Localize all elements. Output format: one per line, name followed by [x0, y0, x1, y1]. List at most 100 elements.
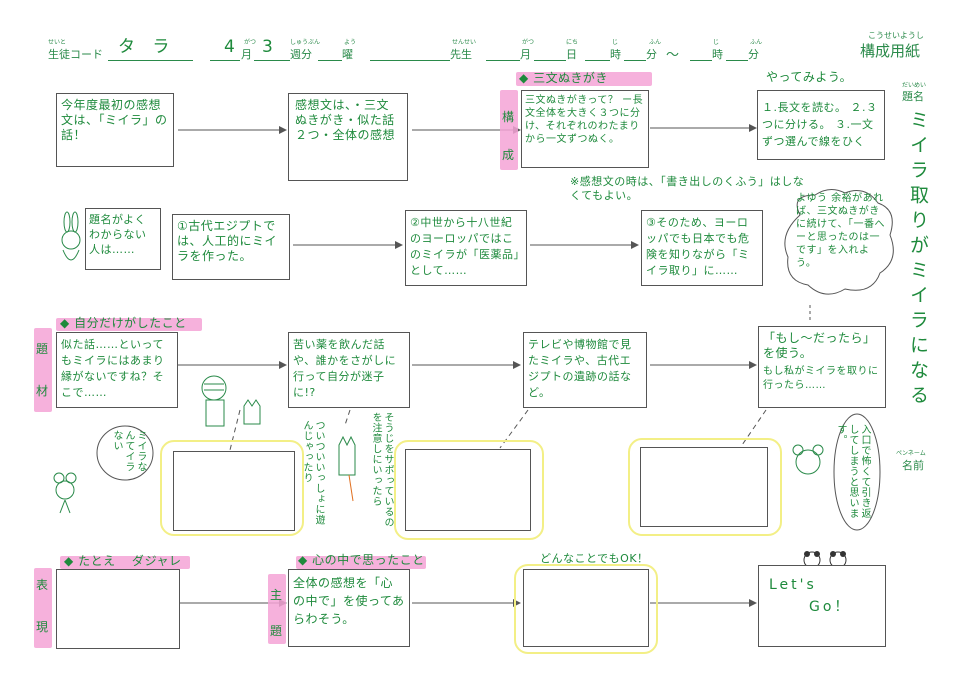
r4-box4-b: Go！ [809, 599, 852, 615]
min2-ruby: ふん [750, 39, 763, 46]
r1-box4[interactable]: １.長文を読む。 ２.３つに分ける。 ３.一文ずつ選んで線をひく [757, 90, 885, 160]
title-ruby: だいめい [902, 82, 927, 89]
r2-speech: 題名がよくわからない人は…… [85, 208, 161, 270]
r3-cloud3 [628, 438, 782, 536]
r4-side-label-1: 表 [36, 578, 49, 592]
r1-box2[interactable]: 感想文は、・三文ぬきがき・似た話２つ・全体の感想 [288, 93, 408, 181]
r4-box4[interactable]: Let's Go！ [758, 565, 886, 647]
r4-empty-box3[interactable] [523, 569, 649, 647]
youbi-ruby: よう [344, 39, 357, 46]
week-ruby: しゅうぶん [290, 39, 321, 46]
h2-ruby: じ [713, 39, 720, 46]
r3-speech-c: そうじをサボっているのを注意しにいったら [370, 412, 393, 528]
r4-box4-a: Let's [769, 577, 817, 593]
r1-side-highlight [500, 90, 518, 170]
r3-box1[interactable]: 似た話……といってもミイラにはあまり縁がないですね？そこで…… [56, 332, 178, 408]
r2-box2[interactable]: ②中世から十八世紀のヨーロッパではこのミイラが「医薬品」として…… [405, 210, 527, 286]
r1-box4-title: やってみよう。 [766, 70, 853, 84]
cat-icon [243, 399, 261, 425]
r3-box3[interactable]: テレビや博物館で見たミイラや、古代エジプトの遺跡の話など。 [523, 332, 647, 408]
r3-speech-a: ミイラなんてイラない [111, 430, 146, 472]
d-label: 日 [566, 48, 577, 61]
mouse-icon [53, 472, 77, 514]
title-value[interactable]: ミイラ取りがミイラになる [907, 110, 929, 410]
r3-side-label-1: 題 [36, 342, 49, 356]
r4-side-label-4: 題 [270, 624, 283, 638]
r1-tag-highlight [516, 72, 652, 86]
r4-tag1-b: ダジャレ [131, 554, 182, 568]
diamond-icon: ◆ [519, 71, 529, 85]
r4-tag2: ◆ 心の中で思ったこと [298, 553, 425, 568]
d-ruby: にち [566, 39, 579, 46]
r3-tag-highlight [56, 318, 202, 331]
min-label: 分 [646, 48, 657, 61]
r3-cloud1 [160, 440, 304, 536]
r3-cloud2 [394, 440, 544, 540]
r3-side-highlight [34, 328, 52, 412]
pen-ruby: ペンネーム [896, 450, 926, 457]
r1-tag: ◆ 三文ぬきがき [519, 71, 608, 86]
r1-box1[interactable]: 今年度最初の感想文は、「ミイラ」の話！ [56, 93, 174, 167]
m-ruby: がつ [522, 39, 535, 46]
rabbit-icon [61, 211, 81, 261]
r3-empty-box2[interactable] [405, 449, 531, 531]
speech-bubble-d [833, 413, 881, 531]
r3-tag: ◆ 自分だけがしたこと [60, 316, 187, 331]
r4-tag2-text: 心の中で思ったこと [312, 553, 425, 567]
h-label: 時 [610, 48, 621, 61]
title-label: 題名 [902, 90, 924, 103]
r3-empty-box3[interactable] [640, 447, 768, 527]
r4-side-label-2: 現 [36, 620, 49, 634]
student-code-ruby: せいと [48, 39, 67, 46]
r1-box3[interactable]: 三文ぬきがきって？ ー長文全体を大きく３つに分け、それぞれのわたまりから一文ずつ… [521, 90, 649, 168]
r2-box1[interactable]: ①古代エジプトでは、人工的にミイラを作った。 [172, 214, 290, 280]
connector-4 [739, 409, 767, 449]
r1-note: ※感想文の時は、「書き出しのくふう」はしなくてもよい。 [570, 175, 805, 202]
tilde: ～ [666, 48, 680, 63]
r3-box4-a: 「もし～だったら」を使う。 [763, 331, 876, 360]
r3-box4[interactable]: 「もし～だったら」を使う。 もし私がミイラを取りに行ったら…… [758, 326, 886, 408]
r4-tag1-text: たとえ [78, 554, 116, 568]
r4-side-label-3: 主 [270, 588, 283, 602]
r4-cloud3 [514, 564, 658, 654]
r4-tag1-highlight [60, 556, 190, 569]
r1-tag-text: 三文ぬきがき [533, 71, 608, 85]
youbi-label: 曜 [342, 48, 353, 61]
sheet-ruby: こうせいようし [868, 31, 924, 40]
month-value[interactable]: 4 [224, 37, 236, 57]
cat-sweeping-icon [338, 435, 356, 502]
teacher-ruby: せんせい [452, 39, 477, 46]
r4-side-highlight [34, 568, 52, 648]
student-code-value[interactable]: タ ラ [118, 37, 176, 57]
h-ruby: じ [612, 39, 619, 46]
diamond-icon: ◆ [64, 554, 74, 568]
mummy-icon [201, 375, 227, 427]
r4-empty-box1[interactable] [56, 569, 180, 649]
sheet-title: 構成用紙 [860, 42, 921, 60]
r3-speech-d: 入口で怖くて引き返してしまうと思います。 [835, 424, 870, 519]
min2-label: 分 [748, 48, 759, 61]
month-label: 月 [241, 48, 252, 61]
student-code-label: 生徒コード [48, 48, 103, 61]
week-label: 週分 [290, 48, 312, 61]
r4-box2[interactable]: 全体の感想を「心の中で」を使ってあらわそう。 [288, 569, 410, 647]
r3-box2[interactable]: 苦い薬を飲んだ話や、誰かをさがしに行って自分が迷子に!? [288, 332, 410, 408]
r4-tag1: ◆ たとえ ダジャレ [64, 554, 182, 569]
r4-top3: どんなことでもOK！ [540, 552, 649, 565]
r3-tag-text: 自分だけがしたこと [74, 316, 187, 330]
m-label: 月 [520, 48, 531, 61]
week-value[interactable]: 3 [262, 37, 274, 57]
r4-tag2-highlight [296, 556, 426, 569]
diamond-icon: ◆ [298, 553, 308, 567]
month-ruby: がつ [244, 39, 257, 46]
connector-1 [229, 409, 241, 451]
r3-empty-box1[interactable] [173, 451, 295, 531]
teacher-label: 先生 [450, 48, 472, 61]
diamond-icon: ◆ [60, 316, 70, 330]
r2-box3[interactable]: ③そのため、ヨーロッパでも日本でも危険を知りながら「ミイラ取り」に…… [641, 210, 763, 286]
pen-label: 名前 [902, 459, 924, 472]
connector-2 [344, 409, 351, 426]
thought-cloud [784, 189, 894, 295]
bear-icon [792, 444, 824, 475]
